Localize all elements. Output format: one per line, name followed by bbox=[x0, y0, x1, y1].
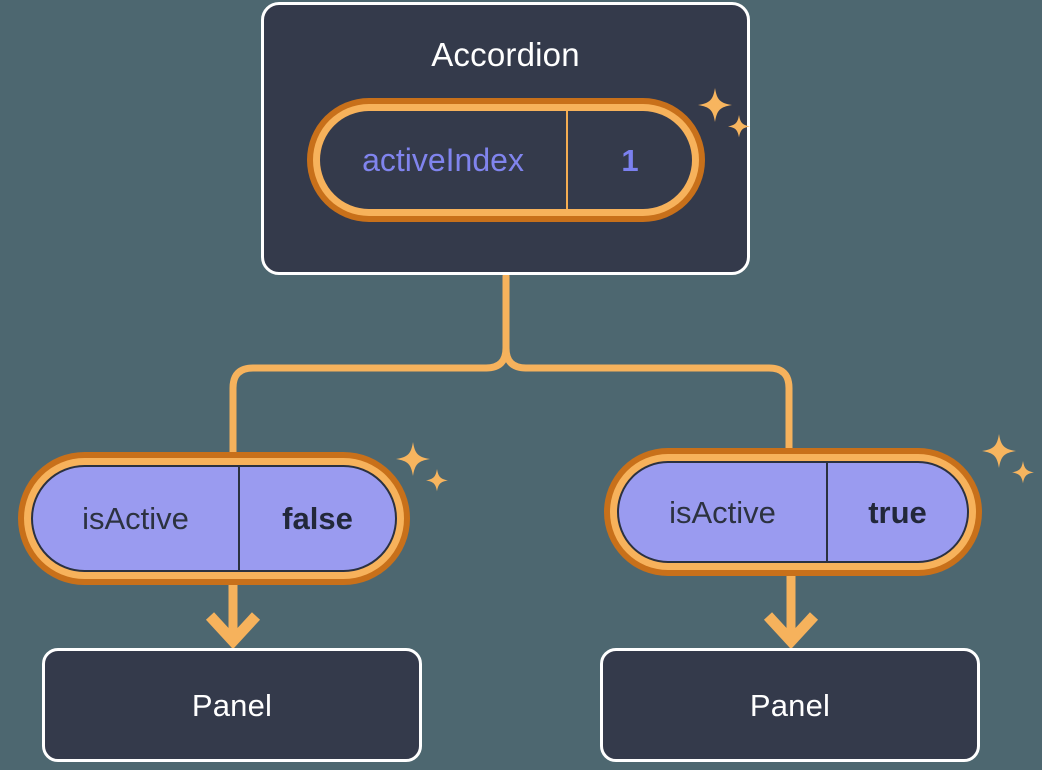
connector-branch-left bbox=[229, 364, 490, 456]
state-key-label: activeIndex bbox=[320, 111, 568, 209]
sparkle-small-icon bbox=[426, 469, 448, 492]
state-value-label: false bbox=[238, 467, 395, 570]
panel-right-card[interactable]: Panel bbox=[600, 648, 980, 762]
state-value-label: 1 bbox=[621, 142, 639, 178]
arrow-down-icon-right bbox=[763, 612, 819, 650]
panel-title: Panel bbox=[749, 687, 831, 723]
state-pill-highlight-ring: activeIndex 1 bbox=[313, 104, 699, 216]
arrow-down-icon-left bbox=[205, 612, 261, 650]
state-pill-highlight-ring: isActive false bbox=[24, 458, 404, 579]
state-pill-isactive-right[interactable]: isActive true bbox=[604, 448, 982, 576]
state-pill-activeindex[interactable]: activeIndex 1 bbox=[307, 98, 705, 222]
panel-title: Panel bbox=[191, 687, 273, 723]
state-pill-body: isActive false bbox=[31, 465, 397, 572]
state-value-label: true bbox=[826, 463, 967, 561]
connector-branch-right bbox=[522, 364, 793, 452]
sparkle-small-icon bbox=[1012, 461, 1034, 484]
state-key-label: isActive bbox=[669, 494, 776, 530]
sparkle-group-right bbox=[982, 434, 1034, 484]
state-key-label: isActive bbox=[82, 501, 189, 536]
connector-trunk-mirror bbox=[482, 344, 510, 372]
state-pill-isactive-left[interactable]: isActive false bbox=[18, 452, 410, 585]
state-pill-body: isActive true bbox=[617, 461, 969, 563]
state-pill-body: activeIndex 1 bbox=[320, 111, 692, 209]
panel-left-card[interactable]: Panel bbox=[42, 648, 422, 762]
page-title: Accordion bbox=[431, 36, 580, 73]
sparkle-icon bbox=[982, 434, 1016, 468]
sparkle-icon bbox=[396, 442, 430, 476]
state-pill-highlight-ring: isActive true bbox=[610, 454, 976, 570]
connector-trunk bbox=[502, 272, 530, 372]
